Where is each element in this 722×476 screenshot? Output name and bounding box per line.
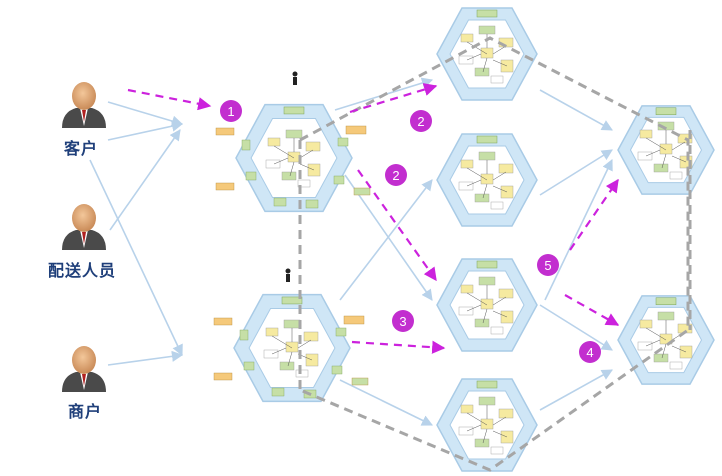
svg-text:3: 3 bbox=[399, 314, 406, 329]
svg-text:2: 2 bbox=[417, 114, 424, 129]
actor-merchant bbox=[62, 346, 106, 392]
step-badge-1: 1 bbox=[220, 100, 242, 122]
step-badge-5: 5 bbox=[537, 254, 559, 276]
step-badge-2b: 2 bbox=[385, 164, 407, 186]
step-badges: 1 2 2 3 4 5 bbox=[220, 100, 601, 363]
user-icon-bottom bbox=[285, 268, 291, 282]
actor-customer bbox=[62, 82, 106, 128]
hex-mid-lower bbox=[436, 258, 538, 352]
actor-label-customer: 客户 bbox=[64, 139, 99, 158]
step-badge-4: 4 bbox=[579, 341, 601, 363]
person-icon bbox=[72, 346, 96, 374]
svg-text:5: 5 bbox=[544, 258, 551, 273]
hex-mid-upper bbox=[436, 133, 538, 227]
person-icon bbox=[72, 82, 96, 110]
hex-right-upper bbox=[617, 105, 715, 195]
svg-text:1: 1 bbox=[227, 104, 234, 119]
user-icon-top bbox=[292, 71, 298, 85]
actor-label-merchant: 商户 bbox=[68, 402, 103, 421]
svg-text:2: 2 bbox=[392, 168, 399, 183]
actor-courier bbox=[62, 204, 106, 250]
service-hexagons bbox=[213, 7, 715, 472]
actor-label-courier: 配送人员 bbox=[48, 261, 117, 280]
hex-center-bottom bbox=[213, 293, 369, 403]
person-icon bbox=[72, 204, 96, 232]
step-badge-3: 3 bbox=[392, 310, 414, 332]
hex-center-top bbox=[215, 103, 371, 213]
hex-top bbox=[436, 7, 538, 101]
magenta-flow-arrows bbox=[127, 83, 620, 354]
gray-dashed-connections bbox=[298, 36, 692, 472]
svg-text:4: 4 bbox=[586, 345, 593, 360]
hex-bottom bbox=[436, 378, 538, 472]
step-badge-2a: 2 bbox=[410, 110, 432, 132]
